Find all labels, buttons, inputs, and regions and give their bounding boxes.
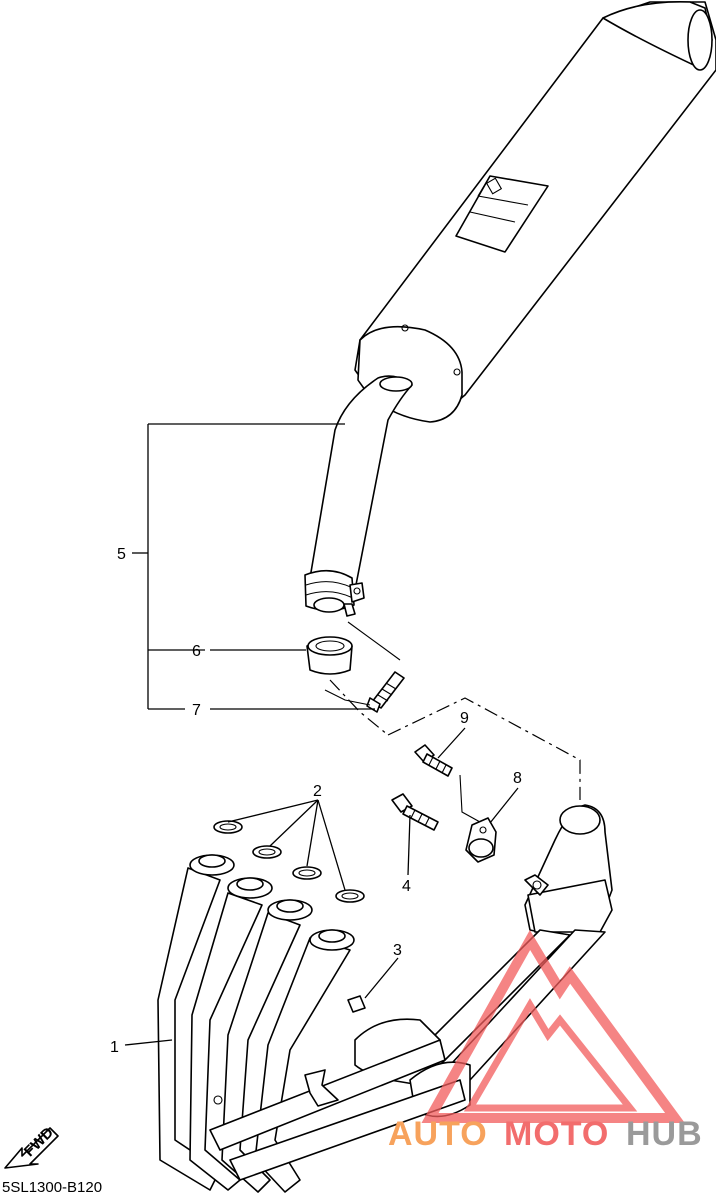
callout-6: 6 xyxy=(192,643,201,660)
watermark-hub: HUB xyxy=(626,1115,703,1153)
callout-4: 4 xyxy=(402,878,411,895)
gasket-6 xyxy=(306,636,353,675)
watermark-auto: AUTO xyxy=(388,1115,488,1153)
callout-1: 1 xyxy=(110,1039,119,1056)
bolt-7 xyxy=(366,671,405,713)
watermark-moto: MOTO xyxy=(504,1115,609,1153)
gaskets-2 xyxy=(213,820,365,903)
bolt-4 xyxy=(391,793,439,831)
callout-8: 8 xyxy=(513,770,522,787)
callout-2: 2 xyxy=(313,783,322,800)
fwd-arrow-icon xyxy=(4,1127,59,1169)
exhaust-header-1 xyxy=(157,804,613,1193)
callout-5: 5 xyxy=(117,546,126,563)
muffler-assembly xyxy=(304,1,716,617)
nut-3 xyxy=(347,995,366,1013)
diagram-code: 5SL1300-B120 xyxy=(2,1179,102,1196)
callout-3: 3 xyxy=(393,942,402,959)
callout-leaders xyxy=(124,423,519,1046)
bolt-9 xyxy=(414,744,453,777)
damper-8 xyxy=(465,817,497,863)
callout-7: 7 xyxy=(192,702,201,719)
automotohub-watermark xyxy=(421,930,685,1123)
callout-9: 9 xyxy=(460,710,469,727)
